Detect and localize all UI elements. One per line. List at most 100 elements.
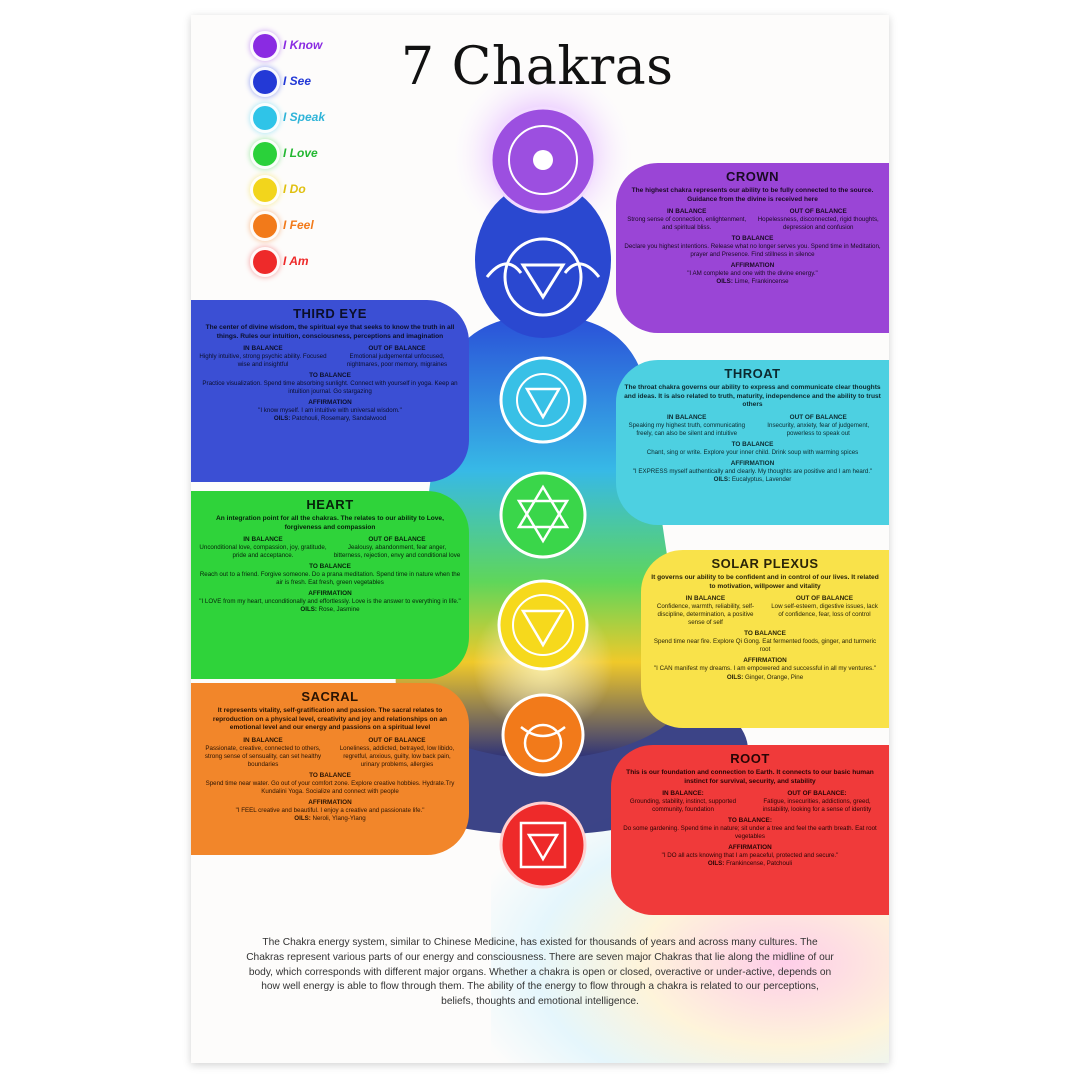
heart-chakra-symbol: [499, 471, 587, 559]
out-of-balance: OUT OF BALANCE Hopelessness, disconnecte…: [756, 208, 882, 232]
balance-columns: IN BALANCE: Grounding, stability, instin…: [619, 790, 881, 814]
legend-dot-red: [253, 250, 277, 274]
in-balance-text: Grounding, stability, instinct, supporte…: [629, 798, 737, 814]
to-balance: TO BALANCE Spend time near water. Go out…: [199, 772, 461, 796]
oils-text: Frankincense, Patchouli: [726, 860, 793, 868]
affirmation-text: "I LOVE from my heart, unconditionally a…: [199, 598, 461, 606]
out-of-balance-text: Low self-esteem, digestive issues, lack …: [771, 603, 878, 619]
in-balance-text: Unconditional love, compassion, joy, gra…: [199, 544, 327, 560]
affirmation-heading: AFFIRMATION: [730, 459, 775, 467]
panel-description: It governs our ability to be confident a…: [651, 574, 879, 590]
in-balance-heading: IN BALANCE: [243, 345, 283, 353]
to-balance: TO BALANCE Reach out to a friend. Forgiv…: [199, 563, 461, 587]
balance-columns: IN BALANCE Confidence, warmth, reliabili…: [649, 595, 881, 627]
in-balance-text: Highly intuitive, strong psychic ability…: [199, 353, 327, 369]
affirmation-heading: AFFIRMATION: [308, 590, 352, 598]
legend-dot-blue: [253, 106, 277, 130]
oils: OILS: Frankincense, Patchouli: [619, 860, 881, 868]
out-of-balance: OUT OF BALANCE: Fatigue, insecurities, a…: [753, 790, 881, 814]
to-balance-text: Declare you highest intentions. Release …: [624, 243, 881, 259]
legend-label: I Feel: [283, 218, 314, 232]
to-balance-text: Do some gardening. Spend time in nature;…: [623, 825, 877, 841]
out-of-balance: OUT OF BALANCE Loneliness, addicted, bet…: [333, 737, 461, 769]
out-of-balance-heading: OUT OF BALANCE: [789, 208, 847, 216]
third-eye-chakra-symbol: [485, 237, 601, 317]
sacral-chakra-symbol: [501, 693, 585, 777]
balance-columns: IN BALANCE Unconditional love, compassio…: [199, 536, 461, 560]
balance-columns: IN BALANCE Speaking my highest truth, co…: [624, 414, 881, 438]
to-balance-heading: TO BALANCE:: [728, 817, 772, 825]
in-balance-heading: IN BALANCE: [243, 736, 283, 744]
legend-item-am: I Am: [253, 249, 363, 277]
oils: OILS: Patchouli, Rosemary, Sandalwood: [199, 415, 461, 423]
out-of-balance-heading: OUT OF BALANCE: [368, 736, 426, 744]
out-of-balance-heading: OUT OF BALANCE: [789, 413, 847, 421]
affirmation-text: "I EXPRESS myself authentically and clea…: [632, 467, 873, 475]
sacral-panel: SACRAL It represents vitality, self-grat…: [191, 683, 469, 855]
legend-label: I Am: [283, 254, 309, 268]
out-of-balance-text: Fatigue, insecurities, addictions, greed…: [762, 798, 872, 814]
solar-plexus-panel: SOLAR PLEXUS It governs our ability to b…: [641, 550, 889, 728]
affirmation: AFFIRMATION "I AM complete and one with …: [624, 262, 881, 286]
to-balance: TO BALANCE Spend time near fire. Explore…: [649, 630, 881, 654]
panel-title: SACRAL: [301, 689, 359, 704]
panel-title: CROWN: [725, 169, 780, 184]
in-balance-heading: IN BALANCE: [667, 208, 707, 216]
legend-dot-green: [253, 142, 277, 166]
oils: OILS: Eucalyptus, Lavender: [624, 476, 881, 484]
crown-panel: CROWN The highest chakra represents our …: [616, 163, 889, 333]
in-balance-heading: IN BALANCE: [667, 413, 707, 421]
to-balance-text: Practice visualization. Spend time absor…: [202, 380, 458, 396]
out-of-balance: OUT OF BALANCE Low self-esteem, digestiv…: [768, 595, 881, 627]
affirmation-heading: AFFIRMATION: [728, 844, 772, 852]
panel-description: It represents vitality, self-gratificati…: [212, 707, 448, 732]
oils-text: Ginger, Orange, Pine: [745, 673, 804, 681]
panel-description: The highest chakra represents our abilit…: [631, 187, 874, 203]
oils: OILS: Neroli, Ylang-Ylang: [199, 815, 461, 823]
oils-text: Patchouli, Rosemary, Sandalwood: [292, 415, 387, 423]
out-of-balance-text: Jealousy, abandonment, fear anger, bitte…: [333, 544, 461, 560]
legend-item-do: I Do: [253, 177, 363, 205]
affirmation: AFFIRMATION "I FEEL creative and beautif…: [199, 799, 461, 823]
to-balance-text: Spend time near water. Go out of your co…: [205, 779, 455, 795]
panel-title: THROAT: [724, 366, 781, 381]
affirmation: AFFIRMATION "I LOVE from my heart, uncon…: [199, 590, 461, 614]
throat-chakra-symbol: [499, 356, 587, 444]
out-of-balance-heading: OUT OF BALANCE: [368, 536, 426, 544]
legend-label: I Love: [283, 146, 318, 160]
legend-item-see: I See: [253, 69, 363, 97]
oils-text: Neroli, Ylang-Ylang: [312, 815, 366, 823]
affirmation: AFFIRMATION "I EXPRESS myself authentica…: [624, 460, 881, 484]
to-balance: TO BALANCE Practice visualization. Spend…: [199, 372, 461, 396]
in-balance: IN BALANCE Highly intuitive, strong psyc…: [199, 345, 327, 369]
in-balance: IN BALANCE Unconditional love, compassio…: [199, 536, 327, 560]
to-balance-text: Reach out to a friend. Forgive someone. …: [199, 571, 461, 587]
affirmation-heading: AFFIRMATION: [730, 262, 775, 270]
in-balance-text: Passionate, creative, connected to other…: [204, 744, 322, 768]
belly-glow: [473, 595, 613, 735]
in-balance-text: Confidence, warmth, reliability, self-di…: [656, 603, 755, 627]
oils: OILS: Ginger, Orange, Pine: [649, 674, 881, 682]
legend-item-know: I Know: [253, 33, 363, 61]
panel-title: ROOT: [730, 751, 770, 766]
oils-text: Rose, Jasmine: [318, 606, 360, 614]
affirmation: AFFIRMATION "I CAN manifest my dreams. I…: [649, 657, 881, 681]
oils-label: OILS:: [707, 860, 725, 868]
affirmation-text: "I CAN manifest my dreams. I am empowere…: [653, 665, 877, 673]
out-of-balance-text: Emotional judgemental unfocused, nightma…: [346, 353, 448, 369]
throat-panel: THROAT The throat chakra governs our abi…: [616, 360, 889, 525]
in-balance: IN BALANCE Speaking my highest truth, co…: [624, 414, 750, 438]
in-balance-heading: IN BALANCE:: [662, 790, 704, 798]
legend-dot-yellow: [253, 178, 277, 202]
figure-head: [475, 182, 611, 338]
legend-dot-orange: [253, 214, 277, 238]
in-balance-heading: IN BALANCE: [243, 536, 283, 544]
panel-description: This is our foundation and connection to…: [626, 769, 874, 785]
out-of-balance-heading: OUT OF BALANCE: [368, 345, 426, 353]
out-of-balance-heading: OUT OF BALANCE: [795, 595, 854, 603]
affirmation-text: "I know myself. I am intuitive with univ…: [258, 407, 402, 415]
solar-plexus-chakra-symbol: [497, 579, 589, 671]
legend-label: I Do: [283, 182, 306, 196]
affirmation-heading: AFFIRMATION: [743, 657, 787, 665]
oils-label: OILS:: [273, 415, 291, 423]
